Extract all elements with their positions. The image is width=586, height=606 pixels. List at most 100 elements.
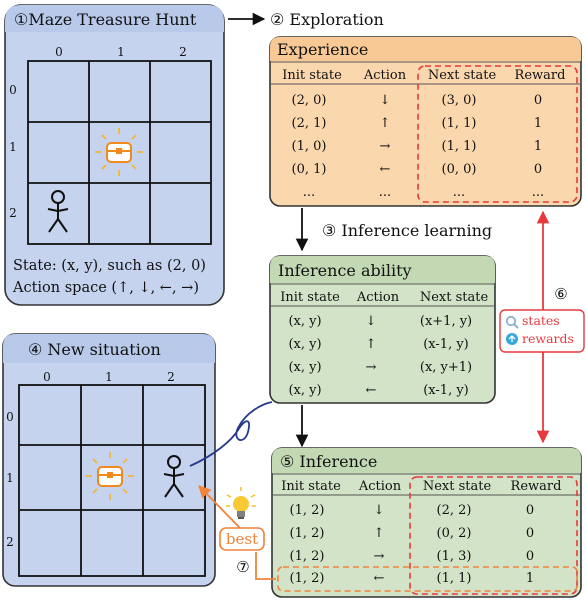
inference-cell: ← xyxy=(374,571,385,586)
inference-row: (1, 2) ↑ (0, 2) 0 xyxy=(290,526,535,541)
inference-header-reward: Reward xyxy=(511,479,562,494)
maze-col-label-2: 2 xyxy=(179,45,187,59)
exploration-label: ② Exploration xyxy=(270,10,384,29)
inference-header-next-state: Next state xyxy=(423,479,492,494)
treasure-chest-icon xyxy=(86,452,134,500)
ability-cell: (x+1, y) xyxy=(420,314,472,329)
experience-cell: (1, 0) xyxy=(292,139,327,154)
experience-cell: ↑ xyxy=(380,116,391,131)
ability-header-action: Action xyxy=(356,290,400,305)
ability-cell: ← xyxy=(366,383,377,398)
compare-rewards-label: rewards xyxy=(522,331,574,346)
new-situation-grid xyxy=(18,384,206,577)
inference-highlight-box xyxy=(409,476,578,595)
compare-connector: ⑥ states rewards xyxy=(499,210,585,444)
new-row-label-0: 0 xyxy=(6,410,14,424)
experience-highlight-box xyxy=(417,65,578,203)
inference-learning-label: ③ Inference learning xyxy=(322,221,492,240)
new-col-label-1: 1 xyxy=(105,370,113,384)
inference-cell: (2, 2) xyxy=(437,503,472,518)
experience-cell: ... xyxy=(532,185,544,200)
ability-row: (x, y) ← (x-1, y) xyxy=(288,383,468,398)
experience-cell: ... xyxy=(453,185,465,200)
experience-cell: 0 xyxy=(534,93,542,108)
ability-cell: (x, y) xyxy=(288,383,321,398)
inference-header-init-state: Init state xyxy=(281,479,341,494)
maze-col-label-0: 0 xyxy=(55,45,63,59)
ability-cell: (x, y+1) xyxy=(420,360,472,375)
best-row-highlight-box xyxy=(277,566,578,592)
experience-row: (1, 0) → (1, 1) 1 xyxy=(292,139,543,154)
experience-title: Experience xyxy=(277,40,368,59)
ability-row: (x, y) → (x, y+1) xyxy=(288,360,472,375)
maze-panel: ①Maze Treasure Hunt 0 1 2 0 1 2 xyxy=(4,4,225,306)
ability-cell: ↑ xyxy=(366,337,377,352)
maze-title: ①Maze Treasure Hunt xyxy=(14,10,197,29)
inference-row: (1, 2) ↓ (2, 2) 0 xyxy=(290,503,535,518)
ability-cell: → xyxy=(366,360,377,375)
experience-cell: (1, 1) xyxy=(442,116,477,131)
ability-cell: (x-1, y) xyxy=(423,383,469,398)
new-col-label-2: 2 xyxy=(167,370,175,384)
maze-state-text: State: (x, y), such as (2, 0) xyxy=(13,258,206,274)
treasure-chest-icon xyxy=(95,128,143,176)
inference-panel: ⑤ Inference Init state Action Next state… xyxy=(271,447,582,598)
experience-row: (2, 0) ↓ (3, 0) 0 xyxy=(292,93,543,108)
experience-cell: ... xyxy=(379,185,391,200)
best-label: best xyxy=(226,530,258,548)
best-indicator: best ⑦ xyxy=(198,485,276,580)
agent-stick-figure-icon xyxy=(47,190,69,233)
inference-cell: (1, 2) xyxy=(290,526,325,541)
experience-cell: (0, 1) xyxy=(292,162,327,177)
inference-header-action: Action xyxy=(358,479,402,494)
inference-cell: (0, 2) xyxy=(437,526,472,541)
inference-cell: (1, 2) xyxy=(290,549,325,564)
ability-header-init-state: Init state xyxy=(280,290,340,305)
experience-cell: 0 xyxy=(534,162,542,177)
lightbulb-icon xyxy=(226,487,256,519)
experience-row: (0, 1) ← (0, 0) 0 xyxy=(292,162,543,177)
curly-connector-line xyxy=(189,401,273,467)
experience-cell: (2, 0) xyxy=(292,93,327,108)
experience-header-reward: Reward xyxy=(515,68,566,83)
experience-cell: 1 xyxy=(534,116,542,131)
maze-row-label-1: 1 xyxy=(9,140,17,154)
inference-cell: (1, 3) xyxy=(437,549,472,564)
inference-cell: 0 xyxy=(526,549,534,564)
experience-header-next-state: Next state xyxy=(428,68,497,83)
new-row-label-1: 1 xyxy=(6,471,14,485)
ability-cell: ↓ xyxy=(366,314,377,329)
inference-row: (1, 2) → (1, 3) 0 xyxy=(290,549,535,564)
new-situation-panel: ④ New situation 0 1 2 0 1 2 xyxy=(2,333,216,587)
new-col-label-0: 0 xyxy=(43,370,51,384)
inference-cell: ↓ xyxy=(374,503,385,518)
experience-cell: (0, 0) xyxy=(442,162,477,177)
inference-cell: ↑ xyxy=(374,526,385,541)
experience-cell: (3, 0) xyxy=(442,93,477,108)
experience-row: ... ... ... ... xyxy=(303,185,544,200)
experience-panel: Experience Init state Action Next state … xyxy=(269,36,582,207)
inference-ability-title: Inference ability xyxy=(278,261,412,280)
experience-cell: 1 xyxy=(534,139,542,154)
experience-cell: ... xyxy=(303,185,315,200)
maze-row-label-0: 0 xyxy=(9,83,17,97)
experience-cell: (1, 1) xyxy=(442,139,477,154)
reward-coin-icon xyxy=(506,333,518,345)
inference-cell: (1, 1) xyxy=(437,571,472,586)
experience-cell: (2, 1) xyxy=(292,116,327,131)
inference-cell: (1, 2) xyxy=(290,503,325,518)
experience-row: (2, 1) ↑ (1, 1) 1 xyxy=(292,116,543,131)
agent-stick-figure-icon xyxy=(163,455,185,498)
experience-cell: ← xyxy=(380,162,391,177)
inference-cell: 0 xyxy=(526,503,534,518)
ability-row: (x, y) ↓ (x+1, y) xyxy=(288,314,472,329)
ability-row: (x, y) ↑ (x-1, y) xyxy=(288,337,468,352)
inference-cell: 0 xyxy=(526,526,534,541)
inference-row-best: (1, 2) ← (1, 1) 1 xyxy=(290,571,535,586)
magnifier-icon xyxy=(505,315,519,329)
maze-row-label-2: 2 xyxy=(9,206,17,220)
maze-col-label-1: 1 xyxy=(117,45,125,59)
ability-cell: (x, y) xyxy=(288,360,321,375)
experience-header-action: Action xyxy=(363,68,407,83)
